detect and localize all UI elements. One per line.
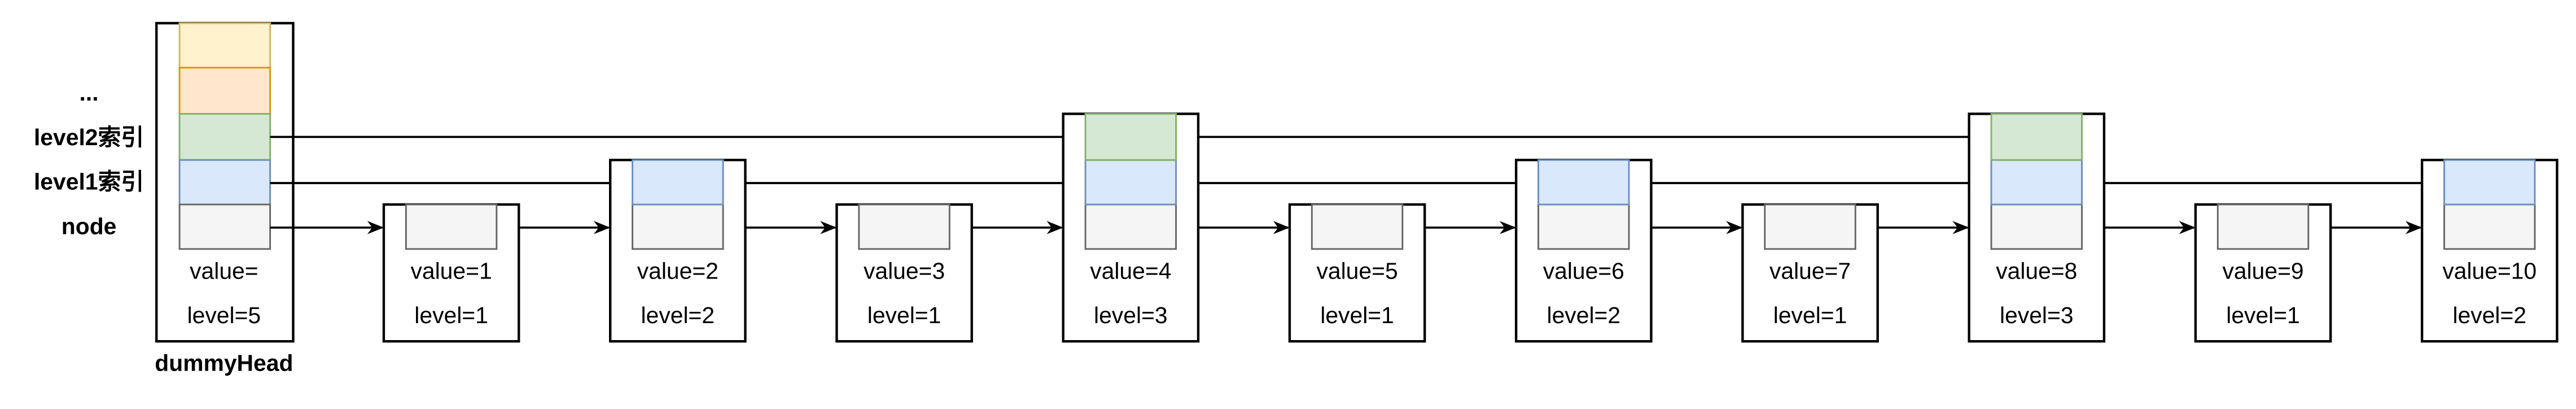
node-data-cell [2216,203,2310,250]
node-value: value=2 [637,258,719,284]
node-level: level=1 [1773,302,1847,328]
dummy-head-node-cell [178,203,271,250]
node-data-cell [1311,203,1404,250]
node-level1-cell [632,159,724,206]
list-node: value=3 level=1 [835,203,973,343]
node-value: value=9 [2222,258,2303,284]
dummy-head-level4-cell [178,22,271,69]
node-level: level=2 [2453,302,2527,328]
node-level: level=2 [1547,302,1621,328]
node-level: level=1 [868,302,941,328]
list-node: value=8 level=3 [1968,112,2106,343]
node-level: level=3 [1094,302,1168,328]
node-level1-cell [1537,159,1630,206]
node-value: value=10 [2442,258,2536,284]
node-level: level=1 [414,302,488,328]
list-node: value=10 level=2 [2420,159,2559,343]
node-data-cell [632,203,724,250]
dummy-head-level1-cell [178,159,271,206]
node-value: value=6 [1543,258,1624,284]
node-value: value=3 [864,258,945,284]
node-value: value=4 [1090,258,1171,284]
dummy-head-caption: dummyHead [155,350,293,376]
row-label-level1: level1索引 [34,169,144,195]
dummy-head: value= level=5 dummyHead [155,21,295,376]
row-label-node: node [62,214,117,240]
node-value: value=8 [1996,258,2077,284]
node-data-cell [1990,203,2083,250]
node-value: value=5 [1316,258,1397,284]
node-data-cell [1537,203,1630,250]
list-node: value=9 level=1 [2194,203,2332,343]
dummy-head-value: value= [190,258,258,284]
node-level1-cell [1084,159,1177,206]
list-node: value=5 level=1 [1288,203,1426,343]
dummy-head-level: level=5 [187,302,261,328]
list-node: value=7 level=1 [1741,203,1879,343]
row-label-more: ... [80,80,99,106]
dummy-head-level2-cell [178,113,271,161]
row-labels: ... level2索引 level1索引 node [34,80,144,239]
node-level2-cell [1084,113,1177,161]
node-level2-cell [1990,113,2083,161]
list-nodes: value=1 level=1 value=2 level=2 value=3 level… [382,112,2559,343]
node-level: level=1 [2226,302,2300,328]
node-level: level=2 [641,302,715,328]
list-node: value=4 level=3 [1062,112,1200,343]
node-value: value=7 [1769,258,1851,284]
node-level1-cell [2443,159,2536,206]
node-data-cell [2443,203,2536,250]
node-data-cell [858,203,950,250]
node-level: level=1 [1320,302,1394,328]
list-node: value=2 level=2 [608,159,747,343]
node-data-cell [405,203,498,250]
node-value: value=1 [410,258,492,284]
list-node: value=6 level=2 [1514,159,1653,343]
node-data-cell [1764,203,1856,250]
node-data-cell [1084,203,1177,250]
node-level1-cell [1990,159,2083,206]
dummy-head-level3-cell [178,67,271,115]
row-label-level2: level2索引 [34,124,144,150]
list-node: value=1 level=1 [382,203,520,343]
node-level: level=3 [2000,302,2074,328]
